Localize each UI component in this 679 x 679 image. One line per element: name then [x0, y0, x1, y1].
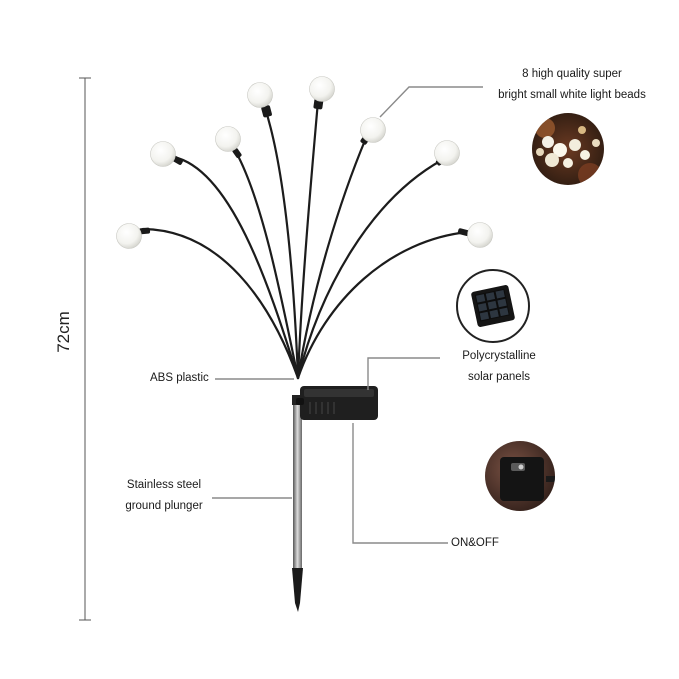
solar-panel-photo: [456, 269, 530, 343]
bead-connectors: [138, 97, 470, 237]
callout-plunger-line1: Stainless steel: [126, 479, 202, 491]
callout-abs-plastic-text: ABS plastic: [150, 372, 209, 384]
light-beads-photo: [532, 113, 604, 185]
callout-ground-plunger: Stainless steel ground plunger: [116, 475, 212, 517]
callout-solar-line2: solar panels: [467, 371, 530, 383]
callout-switch-text: ON&OFF: [451, 537, 499, 549]
light-bead: [215, 126, 241, 152]
callout-switch: ON&OFF: [451, 533, 499, 554]
height-dimension: [79, 77, 91, 621]
light-bead: [150, 141, 176, 167]
switch-photo: [485, 441, 555, 511]
light-bead: [467, 222, 493, 248]
light-bead: [434, 140, 460, 166]
callout-plunger-line2: ground plunger: [125, 500, 203, 512]
callout-light-beads-line1: 8 high quality super: [522, 68, 622, 80]
callout-solar-panels: Polycrystalline solar panels: [444, 346, 554, 388]
light-bead: [360, 117, 386, 143]
light-beads: [116, 76, 493, 249]
ground-plunger: [292, 395, 303, 612]
leader-lines: [212, 86, 483, 544]
callout-abs-plastic: ABS plastic: [150, 368, 209, 389]
height-label: 72cm: [54, 311, 73, 353]
callout-light-beads-line2: bright small white light beads: [498, 89, 646, 101]
callout-light-beads: 8 high quality super bright small white …: [487, 64, 657, 106]
light-bead: [309, 76, 335, 102]
stems: [141, 99, 470, 380]
light-bead: [247, 82, 273, 108]
solar-panel-box: [296, 386, 378, 420]
light-bead: [116, 223, 142, 249]
callout-solar-line1: Polycrystalline: [462, 350, 536, 362]
